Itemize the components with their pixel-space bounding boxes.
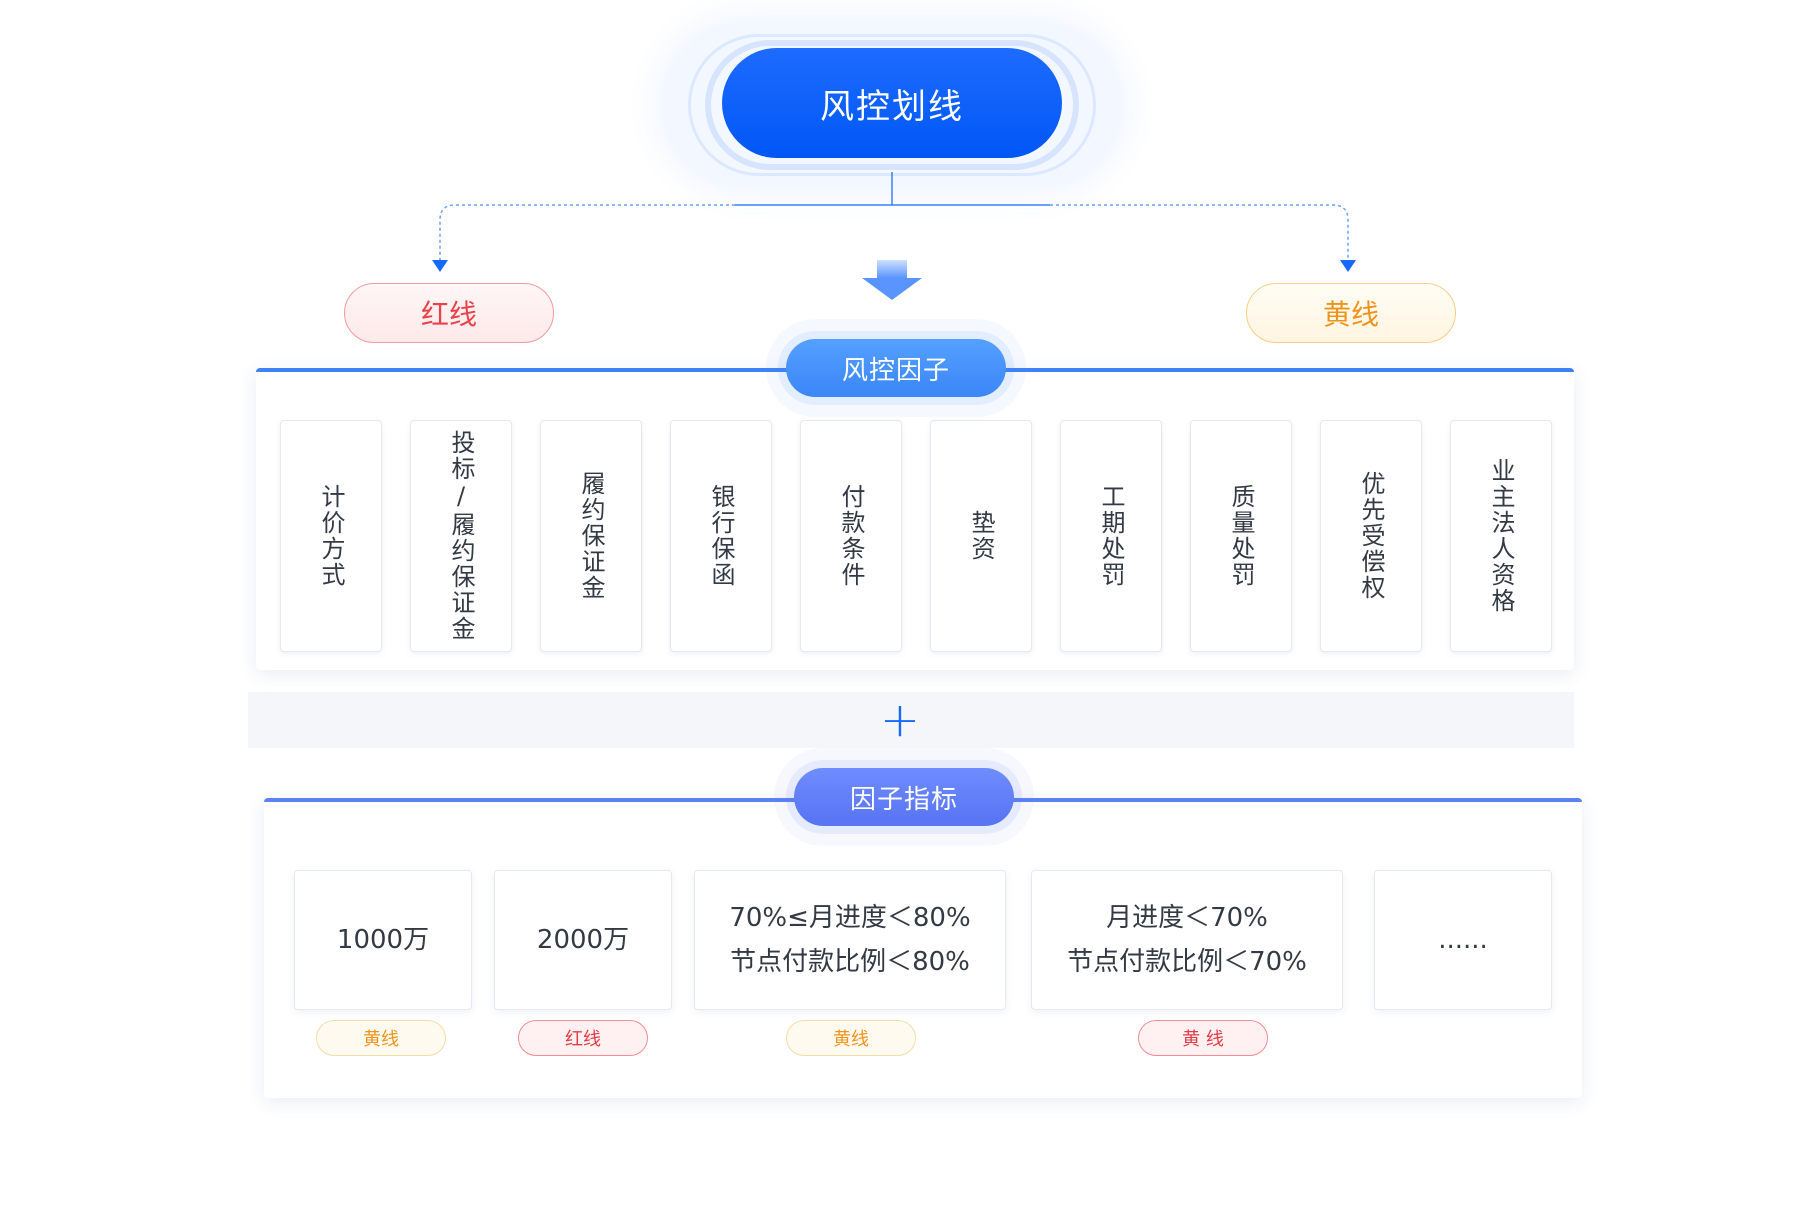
factor-label: 银行保函 bbox=[707, 484, 735, 588]
factor-card: 银行保函 bbox=[670, 420, 772, 652]
indicator-value: 1000万 bbox=[336, 925, 430, 955]
indicator-tag: 红线 bbox=[518, 1020, 648, 1056]
factors-title: 风控因子 bbox=[786, 339, 1006, 397]
down-arrow-icon bbox=[862, 260, 922, 300]
indicator-card: 70%≤月进度＜80% 节点付款比例＜80% bbox=[694, 870, 1006, 1010]
factor-label: 计价方式 bbox=[317, 484, 345, 588]
indicator-card: 2000万 bbox=[494, 870, 672, 1010]
indicator-value: 70%≤月进度＜80% bbox=[729, 903, 971, 933]
factor-label: 付款条件 bbox=[837, 484, 865, 588]
indicators-title: 因子指标 bbox=[794, 768, 1014, 826]
indicator-tag: 黄线 bbox=[316, 1020, 446, 1056]
factor-label: 垫资 bbox=[967, 510, 995, 562]
factor-label: 优先受偿权 bbox=[1357, 471, 1385, 601]
plus-band bbox=[248, 692, 1574, 748]
indicator-tag: 黄线 bbox=[786, 1020, 916, 1056]
red-line-pill: 红线 bbox=[344, 283, 554, 343]
indicator-value: 节点付款比例＜80% bbox=[730, 947, 970, 977]
top-pill-ring-outer bbox=[688, 34, 1096, 176]
indicator-value: 节点付款比例＜70% bbox=[1067, 947, 1307, 977]
factor-card: 付款条件 bbox=[800, 420, 902, 652]
plus-icon: + bbox=[879, 692, 921, 748]
indicator-value: 月进度＜70% bbox=[1106, 903, 1268, 933]
arrow-right-icon bbox=[1340, 260, 1356, 272]
indicator-value: 2000万 bbox=[536, 925, 630, 955]
top-pill-ring-inner bbox=[705, 40, 1079, 170]
indicator-tag: 黄 线 bbox=[1138, 1020, 1268, 1056]
factor-card: 质量处罚 bbox=[1190, 420, 1292, 652]
factor-label: 业主法人资格 bbox=[1487, 458, 1515, 614]
factor-label: 工期处罚 bbox=[1097, 484, 1125, 588]
indicator-card: 月进度＜70% 节点付款比例＜70% bbox=[1031, 870, 1343, 1010]
factor-label: 履约保证金 bbox=[577, 471, 605, 601]
indicator-ellipsis: ...... bbox=[1438, 925, 1488, 955]
factor-card: 工期处罚 bbox=[1060, 420, 1162, 652]
indicator-card: 1000万 bbox=[294, 870, 472, 1010]
risk-control-title: 风控划线 bbox=[722, 48, 1062, 158]
arrow-left-icon bbox=[432, 260, 448, 272]
factor-card: 优先受偿权 bbox=[1320, 420, 1422, 652]
factor-card: 垫资 bbox=[930, 420, 1032, 652]
indicator-card: ...... bbox=[1374, 870, 1552, 1010]
factor-card: 计价方式 bbox=[280, 420, 382, 652]
factor-label: 投标/履约保证金 bbox=[447, 430, 475, 642]
factor-card: 投标/履约保证金 bbox=[410, 420, 512, 652]
factor-card: 履约保证金 bbox=[540, 420, 642, 652]
yellow-line-pill: 黄线 bbox=[1246, 283, 1456, 343]
factor-card: 业主法人资格 bbox=[1450, 420, 1552, 652]
factor-label: 质量处罚 bbox=[1227, 484, 1255, 588]
